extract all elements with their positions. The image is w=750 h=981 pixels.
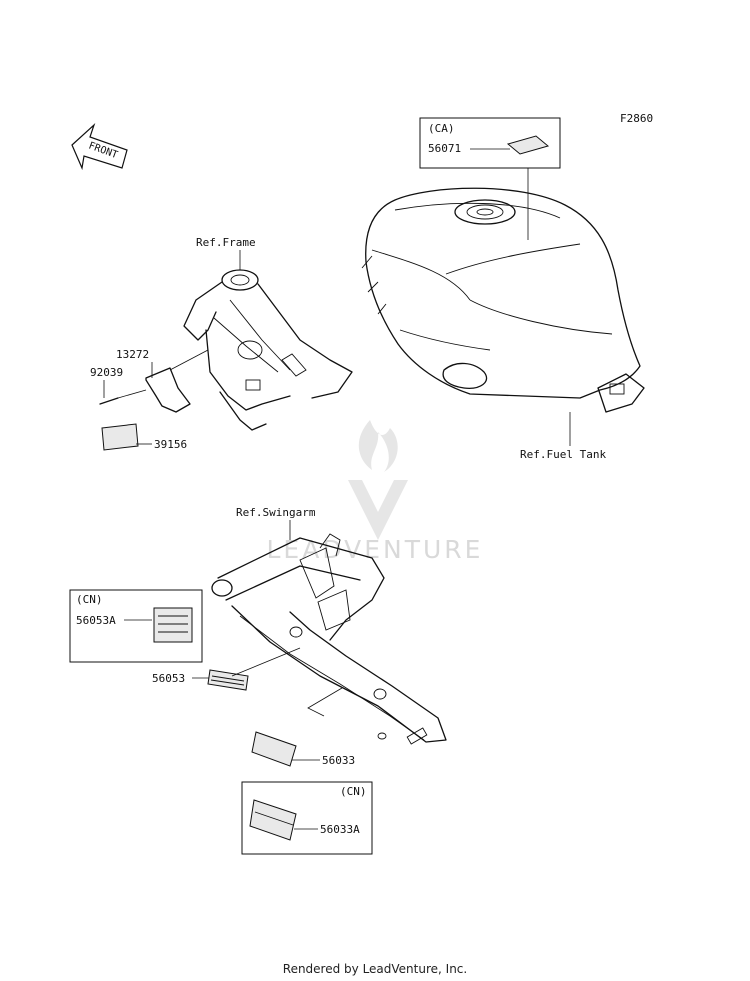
cn-box-56053a [69, 589, 203, 663]
frame-drawing [183, 269, 353, 431]
decal-56053a [153, 607, 193, 643]
ca-label-decal [506, 135, 550, 155]
ref-swingarm-label: Ref.Swingarm [236, 506, 316, 519]
bolt-bracket-leader [117, 389, 147, 399]
swingarm-decal-part-number: 56053 [152, 672, 185, 685]
swingarm-drawing [211, 533, 447, 745]
swingarm-decal-to-arm-leader [231, 647, 301, 677]
bracket-part-number: 13272 [116, 348, 149, 361]
bracket-13272 [145, 367, 191, 413]
cn-56033a-part-number: 56033A [320, 823, 360, 836]
bolt-92039 [99, 397, 119, 405]
figure-code: F2860 [620, 112, 653, 125]
ca-part-number: 56071 [428, 142, 461, 155]
ca-box-tag: (CA) [428, 122, 455, 135]
decal-56033a [249, 799, 297, 841]
label-56033 [251, 731, 297, 767]
ref-frame-label: Ref.Frame [196, 236, 256, 249]
front-arrow-icon: FRONT [71, 123, 128, 171]
decal-56053 [207, 669, 249, 691]
cn-box-56033a-tag: (CN) [340, 785, 367, 798]
watermark-text: LEADVENTURE [267, 535, 484, 564]
cn-box-56053a-tag: (CN) [76, 593, 103, 606]
bracket-frame-leader [169, 349, 209, 371]
ca-box [419, 117, 561, 169]
swingarm-label-part-number: 56033 [322, 754, 355, 767]
footer-credit: Rendered by LeadVenture, Inc. [282, 962, 468, 976]
cn-56053a-part-number: 56053A [76, 614, 116, 627]
fuel-tank-drawing [361, 187, 645, 413]
ref-fuel-tank-label: Ref.Fuel Tank [520, 448, 606, 461]
pad-part-number: 39156 [154, 438, 187, 451]
swingarm-label-to-arm-leader [307, 687, 343, 717]
cn-box-56033a [241, 781, 373, 855]
watermark-logo-icon [348, 420, 408, 540]
bolt-part-number: 92039 [90, 366, 123, 379]
pad-39156 [101, 423, 139, 451]
